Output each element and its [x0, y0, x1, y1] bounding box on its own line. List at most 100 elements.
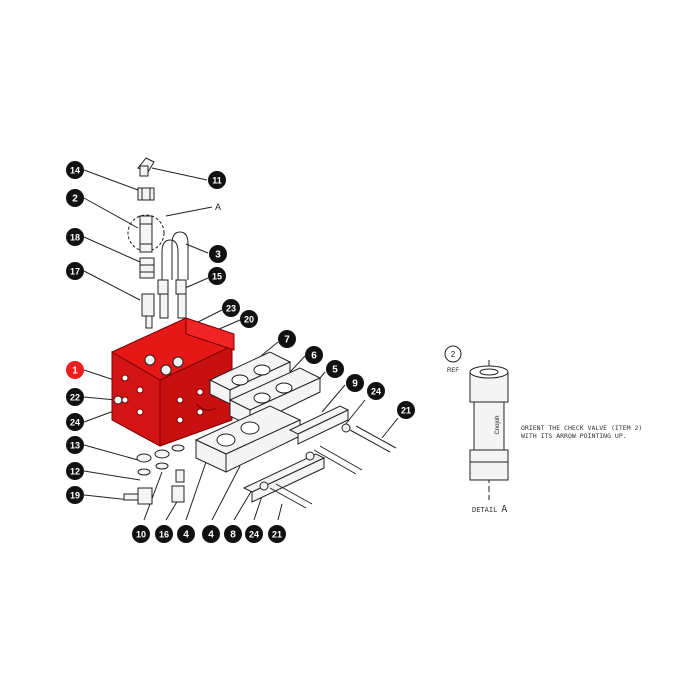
- callout-11: 11: [208, 171, 226, 189]
- mounting-bracket: [111, 317, 235, 447]
- callout-number: 10: [136, 530, 146, 540]
- check-valve-detail: Cnojoh 2 REF: [444, 345, 509, 500]
- callout-5: 5: [326, 360, 344, 378]
- detail-note-line2: WITH ITS ARROW POINTING UP.: [521, 432, 627, 440]
- fittings-assembly: [127, 157, 189, 329]
- callout-number: 9: [352, 379, 358, 390]
- callout-19: 19: [66, 486, 84, 504]
- valve-brand-text: Cnojoh: [495, 415, 501, 434]
- callout-circle: [245, 525, 263, 543]
- callout-18: 18: [66, 228, 84, 246]
- callout-circle: [66, 262, 84, 280]
- ref-label: REF: [447, 368, 459, 374]
- callout-13: 13: [66, 436, 84, 454]
- callout-balloons: 14 2 18 17 1 22 24 13 12 19 10 16 4 4 8 24 21 11 3 15 23 20 7 6…: [66, 161, 415, 543]
- callout-circle: [66, 388, 84, 406]
- callout-number: 19: [70, 491, 80, 501]
- callout-circle: [397, 401, 415, 419]
- callout-number: 20: [244, 315, 254, 325]
- callout-number: 16: [159, 530, 169, 540]
- callout-circle: [177, 525, 195, 543]
- callout-number: 7: [284, 335, 290, 346]
- callout-number: 4: [208, 530, 214, 541]
- callout-circle: [208, 267, 226, 285]
- callout-circle: [66, 361, 84, 379]
- callout-24: 24: [66, 413, 84, 431]
- callout-circle: [209, 245, 227, 263]
- callout-number: 23: [226, 304, 236, 314]
- detail-note-line1: ORIENT THE CHECK VALVE (ITEM 2): [521, 424, 642, 432]
- callout-24: 24: [245, 525, 263, 543]
- callout-circle: [224, 525, 242, 543]
- callout-16: 16: [155, 525, 173, 543]
- callout-number: 11: [212, 176, 222, 186]
- callout-number: 17: [70, 267, 80, 277]
- callout-15: 15: [208, 267, 226, 285]
- callout-9: 9: [346, 374, 364, 392]
- callout-number: 14: [70, 166, 80, 176]
- detail-marker: A: [215, 202, 221, 212]
- callout-21: 21: [397, 401, 415, 419]
- lower-hardware: [123, 444, 185, 505]
- callout-number: 8: [230, 530, 236, 541]
- callout-circle: [367, 382, 385, 400]
- callout-7: 7: [278, 330, 296, 348]
- callout-21: 21: [268, 525, 286, 543]
- callout-number: 6: [311, 351, 317, 362]
- detail-caption-letter: A: [501, 504, 507, 515]
- callout-number: 18: [70, 233, 80, 243]
- callout-circle: [268, 525, 286, 543]
- callout-circle: [66, 486, 84, 504]
- callout-number: 21: [401, 406, 411, 416]
- callout-circle: [66, 161, 84, 179]
- callout-number: 22: [70, 393, 80, 403]
- clamp-blocks: [194, 351, 397, 509]
- callout-circle: [240, 310, 258, 328]
- callout-circle: [202, 525, 220, 543]
- callout-circle: [155, 525, 173, 543]
- callout-circle: [66, 413, 84, 431]
- callout-8: 8: [224, 525, 242, 543]
- callout-14: 14: [66, 161, 84, 179]
- callout-number: 2: [72, 194, 78, 205]
- callout-circle: [222, 299, 240, 317]
- callout-circle: [326, 360, 344, 378]
- callout-circle: [278, 330, 296, 348]
- ref-balloon-number: 2: [451, 350, 456, 359]
- callout-number: 13: [70, 441, 80, 451]
- callout-2: 2: [66, 189, 84, 207]
- callout-24: 24: [367, 382, 385, 400]
- callout-circle: [346, 374, 364, 392]
- callout-circle: [66, 436, 84, 454]
- callout-4: 4: [202, 525, 220, 543]
- callout-circle: [66, 189, 84, 207]
- callout-number: 24: [371, 387, 381, 397]
- callout-circle: [305, 346, 323, 364]
- callout-4: 4: [177, 525, 195, 543]
- callout-number: 5: [332, 365, 338, 376]
- callout-10: 10: [132, 525, 150, 543]
- callout-circle: [66, 228, 84, 246]
- callout-number: 15: [212, 272, 222, 282]
- detail-caption-prefix: DETAIL: [472, 506, 497, 514]
- callout-number: 12: [70, 467, 80, 477]
- callout-number: 4: [183, 530, 189, 541]
- callout-1: 1: [66, 361, 84, 379]
- callout-circle: [208, 171, 226, 189]
- callout-22: 22: [66, 388, 84, 406]
- callout-circle: [132, 525, 150, 543]
- callout-3: 3: [209, 245, 227, 263]
- callout-12: 12: [66, 462, 84, 480]
- callout-23: 23: [222, 299, 240, 317]
- callout-number: 24: [249, 530, 259, 540]
- callout-number: 3: [215, 250, 221, 261]
- callout-6: 6: [305, 346, 323, 364]
- callout-17: 17: [66, 262, 84, 280]
- callout-number: 24: [70, 418, 80, 428]
- callout-20: 20: [240, 310, 258, 328]
- detail-caption: DETAIL A: [472, 504, 507, 515]
- callout-number: 21: [272, 530, 282, 540]
- callout-number: 1: [72, 366, 78, 377]
- callout-circle: [66, 462, 84, 480]
